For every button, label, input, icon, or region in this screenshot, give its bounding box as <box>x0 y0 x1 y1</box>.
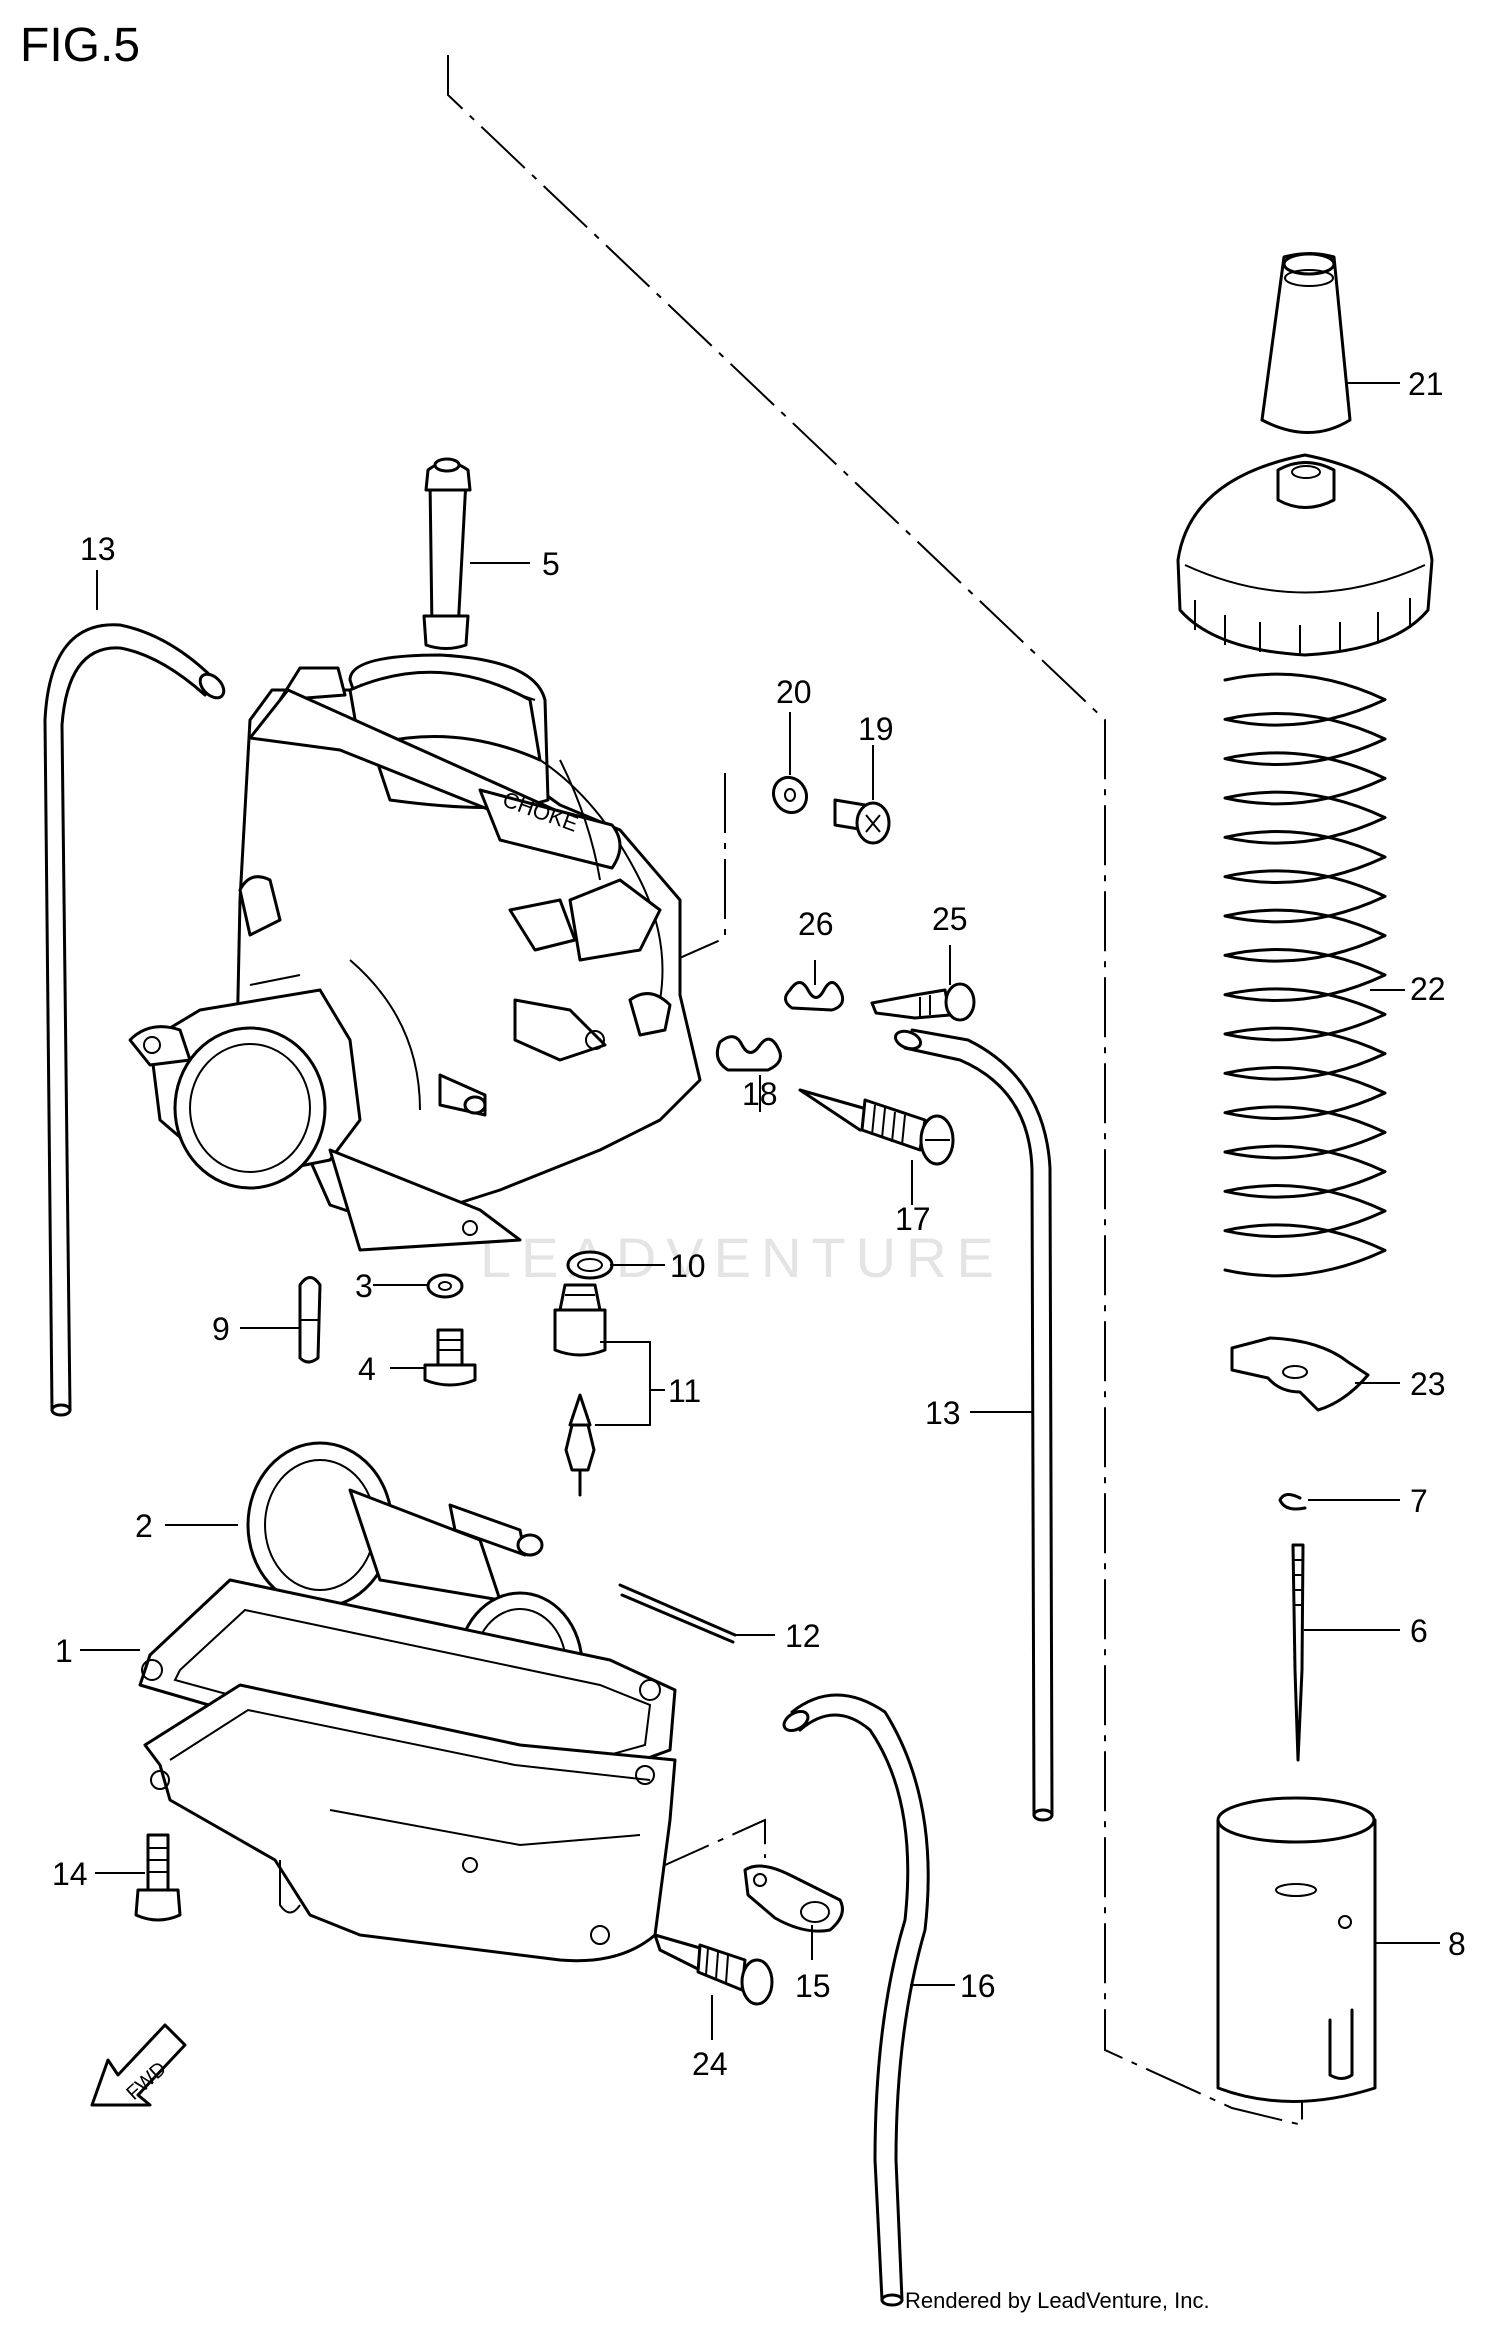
part-16-drain-tube[interactable] <box>781 1693 930 2307</box>
part-25-air-screw[interactable] <box>870 982 976 1022</box>
callout-4: 4 <box>358 1351 376 1387</box>
callout-13-right: 13 <box>925 1395 961 1431</box>
fwd-direction-arrow: FWD <box>90 2023 187 2107</box>
callout-6: 6 <box>1410 1613 1428 1649</box>
part-22-spring[interactable] <box>1223 672 1387 1278</box>
callout-25: 25 <box>932 901 968 937</box>
part-8-throttle-valve[interactable] <box>1216 1796 1377 2103</box>
callout-18: 18 <box>742 1076 778 1112</box>
figure-title: FIG.5 <box>20 19 141 72</box>
part-21-rubber-cap[interactable] <box>1260 252 1352 434</box>
carburetor-top-cap <box>1176 453 1434 657</box>
leader-lines <box>80 382 1440 2040</box>
part-7-e-clip[interactable] <box>1278 1493 1307 1511</box>
callout-7: 7 <box>1410 1483 1428 1519</box>
callout-8: 8 <box>1448 1926 1466 1962</box>
callout-2: 2 <box>135 1508 153 1544</box>
callout-12: 12 <box>785 1618 821 1654</box>
callout-labels: 5 13 20 19 26 25 22 21 18 17 10 3 9 4 11… <box>52 366 1466 2082</box>
callout-3: 3 <box>355 1268 373 1304</box>
watermark-text: LEADVENTURE <box>480 1226 1004 1289</box>
footer-credit: Rendered by LeadVenture, Inc. <box>905 2288 1210 2313</box>
part-5-cable-adjuster[interactable] <box>422 457 472 650</box>
part-15-plate[interactable] <box>743 1864 844 1933</box>
part-19-screw[interactable] <box>833 798 891 845</box>
callout-11: 11 <box>668 1373 701 1409</box>
part-14-screw[interactable] <box>134 1833 182 1922</box>
callout-16: 16 <box>960 1968 996 2004</box>
callout-14: 14 <box>52 1856 88 1892</box>
callout-13-left: 13 <box>80 531 116 567</box>
part-17-throttle-stop-screw[interactable] <box>798 1088 955 1166</box>
callout-23: 23 <box>1410 1366 1446 1402</box>
part-4-plug-screw[interactable] <box>423 1328 477 1387</box>
callout-22: 22 <box>1410 971 1446 1007</box>
part-18-spring[interactable] <box>715 1035 782 1072</box>
part-3-washer[interactable] <box>426 1273 464 1299</box>
part-9-jet-holder[interactable] <box>298 1276 322 1364</box>
callout-9: 9 <box>212 1311 230 1347</box>
part-20-washer[interactable] <box>767 771 813 818</box>
part-24-drain-screw[interactable] <box>653 1933 774 2006</box>
part-23-clip-plate[interactable] <box>1230 1336 1370 1412</box>
part-11-needle-valve[interactable] <box>553 1283 607 1497</box>
assembly-boundary-line <box>447 55 1303 2127</box>
part-10-o-ring[interactable] <box>566 1250 614 1280</box>
float-bowl <box>143 1683 677 1963</box>
callout-1: 1 <box>55 1633 73 1669</box>
callout-19: 19 <box>858 711 894 747</box>
part-12-pin[interactable] <box>618 1583 737 1644</box>
part-13-vent-tube-left[interactable] <box>43 623 228 1417</box>
part-6-jet-needle[interactable] <box>1291 1543 1305 1762</box>
callout-5: 5 <box>542 546 560 582</box>
callout-24: 24 <box>692 2046 728 2082</box>
callout-10: 10 <box>670 1248 706 1284</box>
callout-15: 15 <box>795 1968 831 2004</box>
callout-21: 21 <box>1408 366 1444 402</box>
part-26-spring[interactable] <box>784 981 845 1012</box>
part-13-vent-tube-right[interactable] <box>893 1028 1054 1822</box>
carburetor-body: CHOKE <box>128 653 702 1252</box>
callout-20: 20 <box>776 674 812 710</box>
callout-17: 17 <box>895 1201 931 1237</box>
callout-26: 26 <box>798 906 834 942</box>
